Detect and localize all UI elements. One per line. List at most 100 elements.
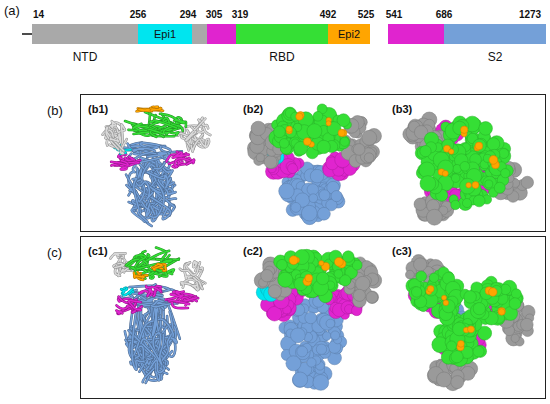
surface-structure (406, 255, 535, 391)
panel-letter: (a) (4, 3, 20, 18)
protein-ribbon (135, 254, 146, 267)
protein-ribbon (147, 289, 152, 296)
ribbon-outline (132, 113, 150, 131)
surface-atom (364, 153, 374, 163)
panel-box: (b)(b1)(b2)(b3) (80, 94, 546, 232)
ribbon-outline (141, 335, 164, 366)
surface-atom (338, 129, 345, 136)
surface-atom (467, 326, 474, 333)
subpanel-label: (c1) (87, 245, 109, 258)
ribbon-outline (147, 172, 171, 188)
structure-panel: (b2) (239, 98, 385, 228)
surface-atom (355, 276, 369, 290)
surface-atom (485, 180, 493, 188)
surface-atom (291, 328, 306, 343)
surface-atom (316, 272, 329, 285)
surface-atom (443, 300, 449, 306)
ribbon-outline (125, 121, 183, 133)
surface-atom (489, 288, 497, 296)
cartoon-structure (103, 107, 211, 226)
ribbon-outline (186, 160, 193, 165)
protein-ribbon (129, 301, 141, 310)
domain-label: S2 (488, 50, 503, 65)
domain-segment: S2 (444, 24, 546, 44)
subpanel-label: (b2) (242, 103, 264, 116)
epitope-segment: Epi2 (328, 24, 370, 44)
surface-structure (254, 249, 381, 390)
protein-ribbon (147, 172, 171, 188)
protein-ribbon (122, 289, 132, 295)
surface-atom (494, 182, 505, 193)
protein-ribbon (192, 282, 198, 290)
subpanel-label: (c2) (242, 245, 264, 258)
residue-number: 305 (206, 9, 223, 21)
domain-segment (388, 24, 444, 44)
residue-number: 1273 (519, 9, 541, 21)
surface-atom (442, 170, 448, 176)
surface-atom (278, 272, 293, 287)
surface-atom (313, 111, 323, 121)
ribbon-outline (110, 138, 118, 142)
ribbon-outline (116, 310, 122, 313)
domain-label: RBD (269, 50, 294, 65)
surface-atom (451, 351, 463, 363)
surface-atom (264, 156, 277, 169)
surface-atom (307, 124, 322, 139)
surface-atom (438, 160, 454, 176)
surface-atom (331, 191, 342, 202)
residue-number: 541 (386, 9, 403, 21)
ribbon-outline (186, 119, 205, 141)
surface-atom (470, 303, 485, 318)
surface-atom (305, 312, 317, 324)
surface-atom (331, 331, 340, 340)
surface-atom (296, 113, 303, 120)
surface-atom (473, 139, 487, 153)
ribbon-outline (129, 301, 141, 310)
ribbon-outline (193, 261, 197, 267)
structure-panel: (c1) (84, 240, 234, 395)
surface-atom (451, 200, 460, 209)
protein-ribbon (111, 158, 132, 166)
surface-atom (521, 318, 534, 331)
protein-ribbon (111, 121, 116, 127)
ribbon-outline (123, 288, 127, 293)
cartoon-structure (110, 248, 205, 383)
protein-ribbon (138, 146, 170, 163)
ribbon-outline (133, 148, 155, 151)
subpanel-label: (c3) (391, 245, 413, 258)
protein-ribbon (134, 180, 153, 199)
surface-atom (285, 127, 296, 138)
protein-ribbon (139, 291, 149, 294)
surface-atom (462, 198, 471, 207)
protein-ribbon (133, 178, 148, 222)
surface-atom (414, 258, 427, 271)
protein-ribbon (141, 335, 164, 366)
surface-atom (301, 205, 317, 221)
surface-atom (457, 340, 464, 347)
surface-atom (411, 287, 421, 297)
ribbon-outline (111, 121, 116, 127)
ribbon-outline (110, 253, 125, 258)
ribbon-outline (147, 289, 152, 296)
ribbon-outline (133, 124, 148, 129)
protein-ribbon (150, 108, 163, 111)
surface-atom (501, 168, 510, 177)
ribbon-outline (151, 108, 161, 110)
ribbon-outline (134, 180, 153, 199)
surface-structure (403, 112, 534, 225)
ribbon-outline (135, 254, 146, 267)
surface-atom (426, 209, 442, 225)
domain-segment (192, 24, 207, 44)
residue-number: 319 (232, 9, 249, 21)
residue-number: 492 (320, 9, 337, 21)
surface-atom (521, 176, 533, 188)
surface-atom (451, 376, 464, 389)
subpanel-label: (b3) (391, 103, 413, 116)
surface-atom (316, 344, 326, 354)
panel-label: (c) (47, 245, 62, 261)
ribbon-outline (115, 263, 124, 267)
residue-number: 14 (33, 9, 44, 21)
surface-atom (274, 126, 286, 138)
subpanel-label: (b1) (87, 103, 109, 116)
surface-atom (460, 126, 467, 133)
